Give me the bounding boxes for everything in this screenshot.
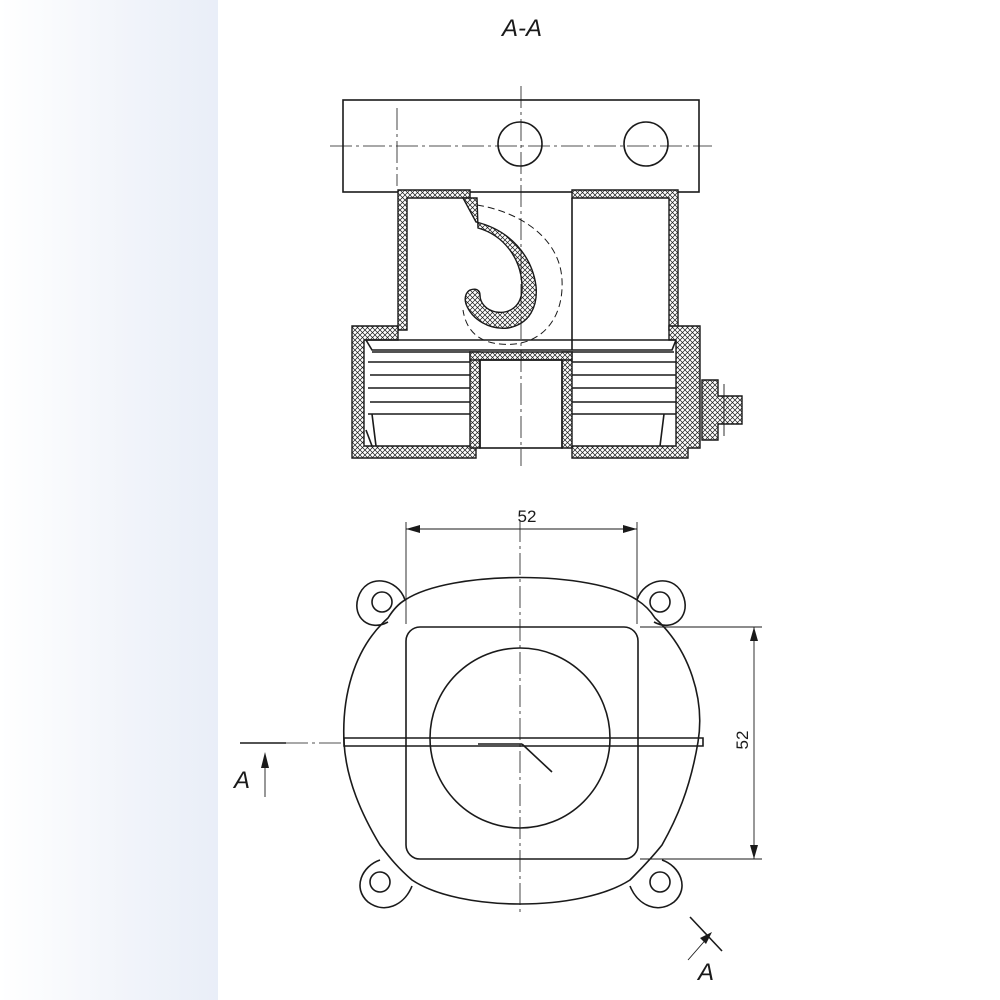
bracket-hole-center — [497, 121, 543, 167]
dimension-width-label: 52 — [518, 507, 537, 526]
lug-bottom-left — [359, 859, 413, 909]
section-title: A-A — [500, 15, 542, 42]
square-body — [405, 626, 639, 860]
upper-housing — [397, 189, 679, 350]
hook — [461, 197, 563, 345]
section-marker-left-label: A — [232, 767, 250, 794]
section-marker-right: A — [687, 916, 723, 986]
cutting-plane-bar — [343, 737, 704, 747]
lug-top-left — [356, 580, 406, 627]
dimension-height: 52 — [640, 626, 762, 860]
section-view: A-A — [330, 15, 743, 466]
flange-outline — [342, 576, 701, 905]
lug-top-right — [636, 580, 686, 627]
lower-housing — [351, 325, 743, 459]
piston-block — [469, 351, 573, 449]
lug-bottom-right — [629, 859, 683, 909]
internal-rings — [365, 339, 677, 447]
section-marker-right-label: A — [696, 959, 714, 986]
section-marker-left: A — [232, 742, 286, 797]
plan-view: 52 52 A A — [232, 507, 762, 986]
bracket-hole-right — [623, 121, 669, 167]
dimension-height-label: 52 — [733, 731, 752, 750]
dimension-width: 52 — [405, 507, 638, 624]
side-background-strip — [0, 0, 218, 1000]
